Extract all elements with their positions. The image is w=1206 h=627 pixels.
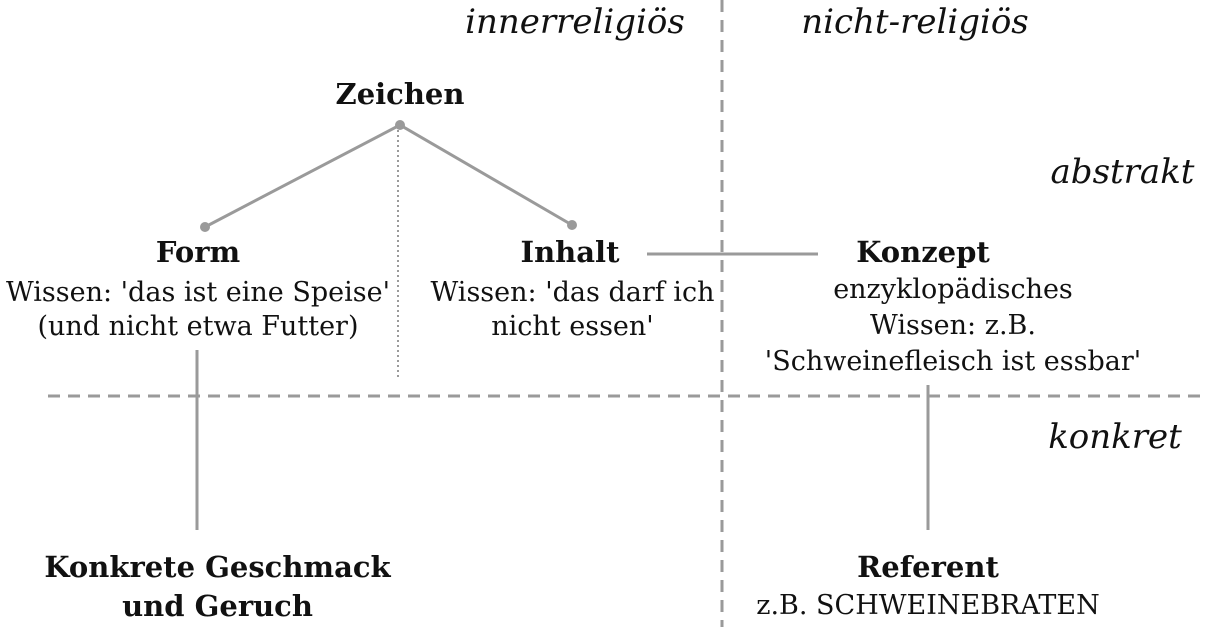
node-referent-line-1: z.B. SCHWEINEBRATEN	[756, 590, 1100, 621]
label-nonreligious: nicht-religiös	[801, 2, 1029, 42]
node-inhalt-title: Inhalt	[520, 235, 620, 269]
node-form-title: Form	[155, 235, 241, 269]
dot-inhalt	[567, 220, 577, 230]
node-geschmack-line-1: Konkrete Geschmack	[44, 550, 391, 584]
node-referent-title: Referent	[857, 550, 999, 584]
node-inhalt-line-1: Wissen: 'das darf ich	[430, 277, 715, 308]
edge-zeichen-inhalt	[399, 123, 573, 227]
node-konzept-line-3: 'Schweinefleisch ist essbar'	[764, 346, 1142, 377]
dot-zeichen	[395, 120, 405, 130]
node-zeichen-title: Zeichen	[335, 77, 465, 111]
node-form-line-1: Wissen: 'das ist eine Speise'	[5, 277, 391, 308]
label-concrete: konkret	[1048, 417, 1182, 457]
node-konzept-line-2: Wissen: z.B.	[870, 310, 1036, 341]
node-geschmack-line-2: und Geruch	[122, 589, 313, 623]
label-innerreligious: innerreligiös	[465, 2, 685, 42]
node-konzept-title: Konzept	[856, 235, 990, 269]
node-inhalt-line-2: nicht essen'	[491, 311, 654, 342]
label-abstract: abstrakt	[1050, 152, 1195, 192]
dot-form	[200, 222, 210, 232]
node-form-line-2: (und nicht etwa Futter)	[37, 311, 359, 342]
edge-zeichen-form	[204, 123, 401, 229]
node-konzept-line-1: enzyklopädisches	[833, 274, 1073, 305]
